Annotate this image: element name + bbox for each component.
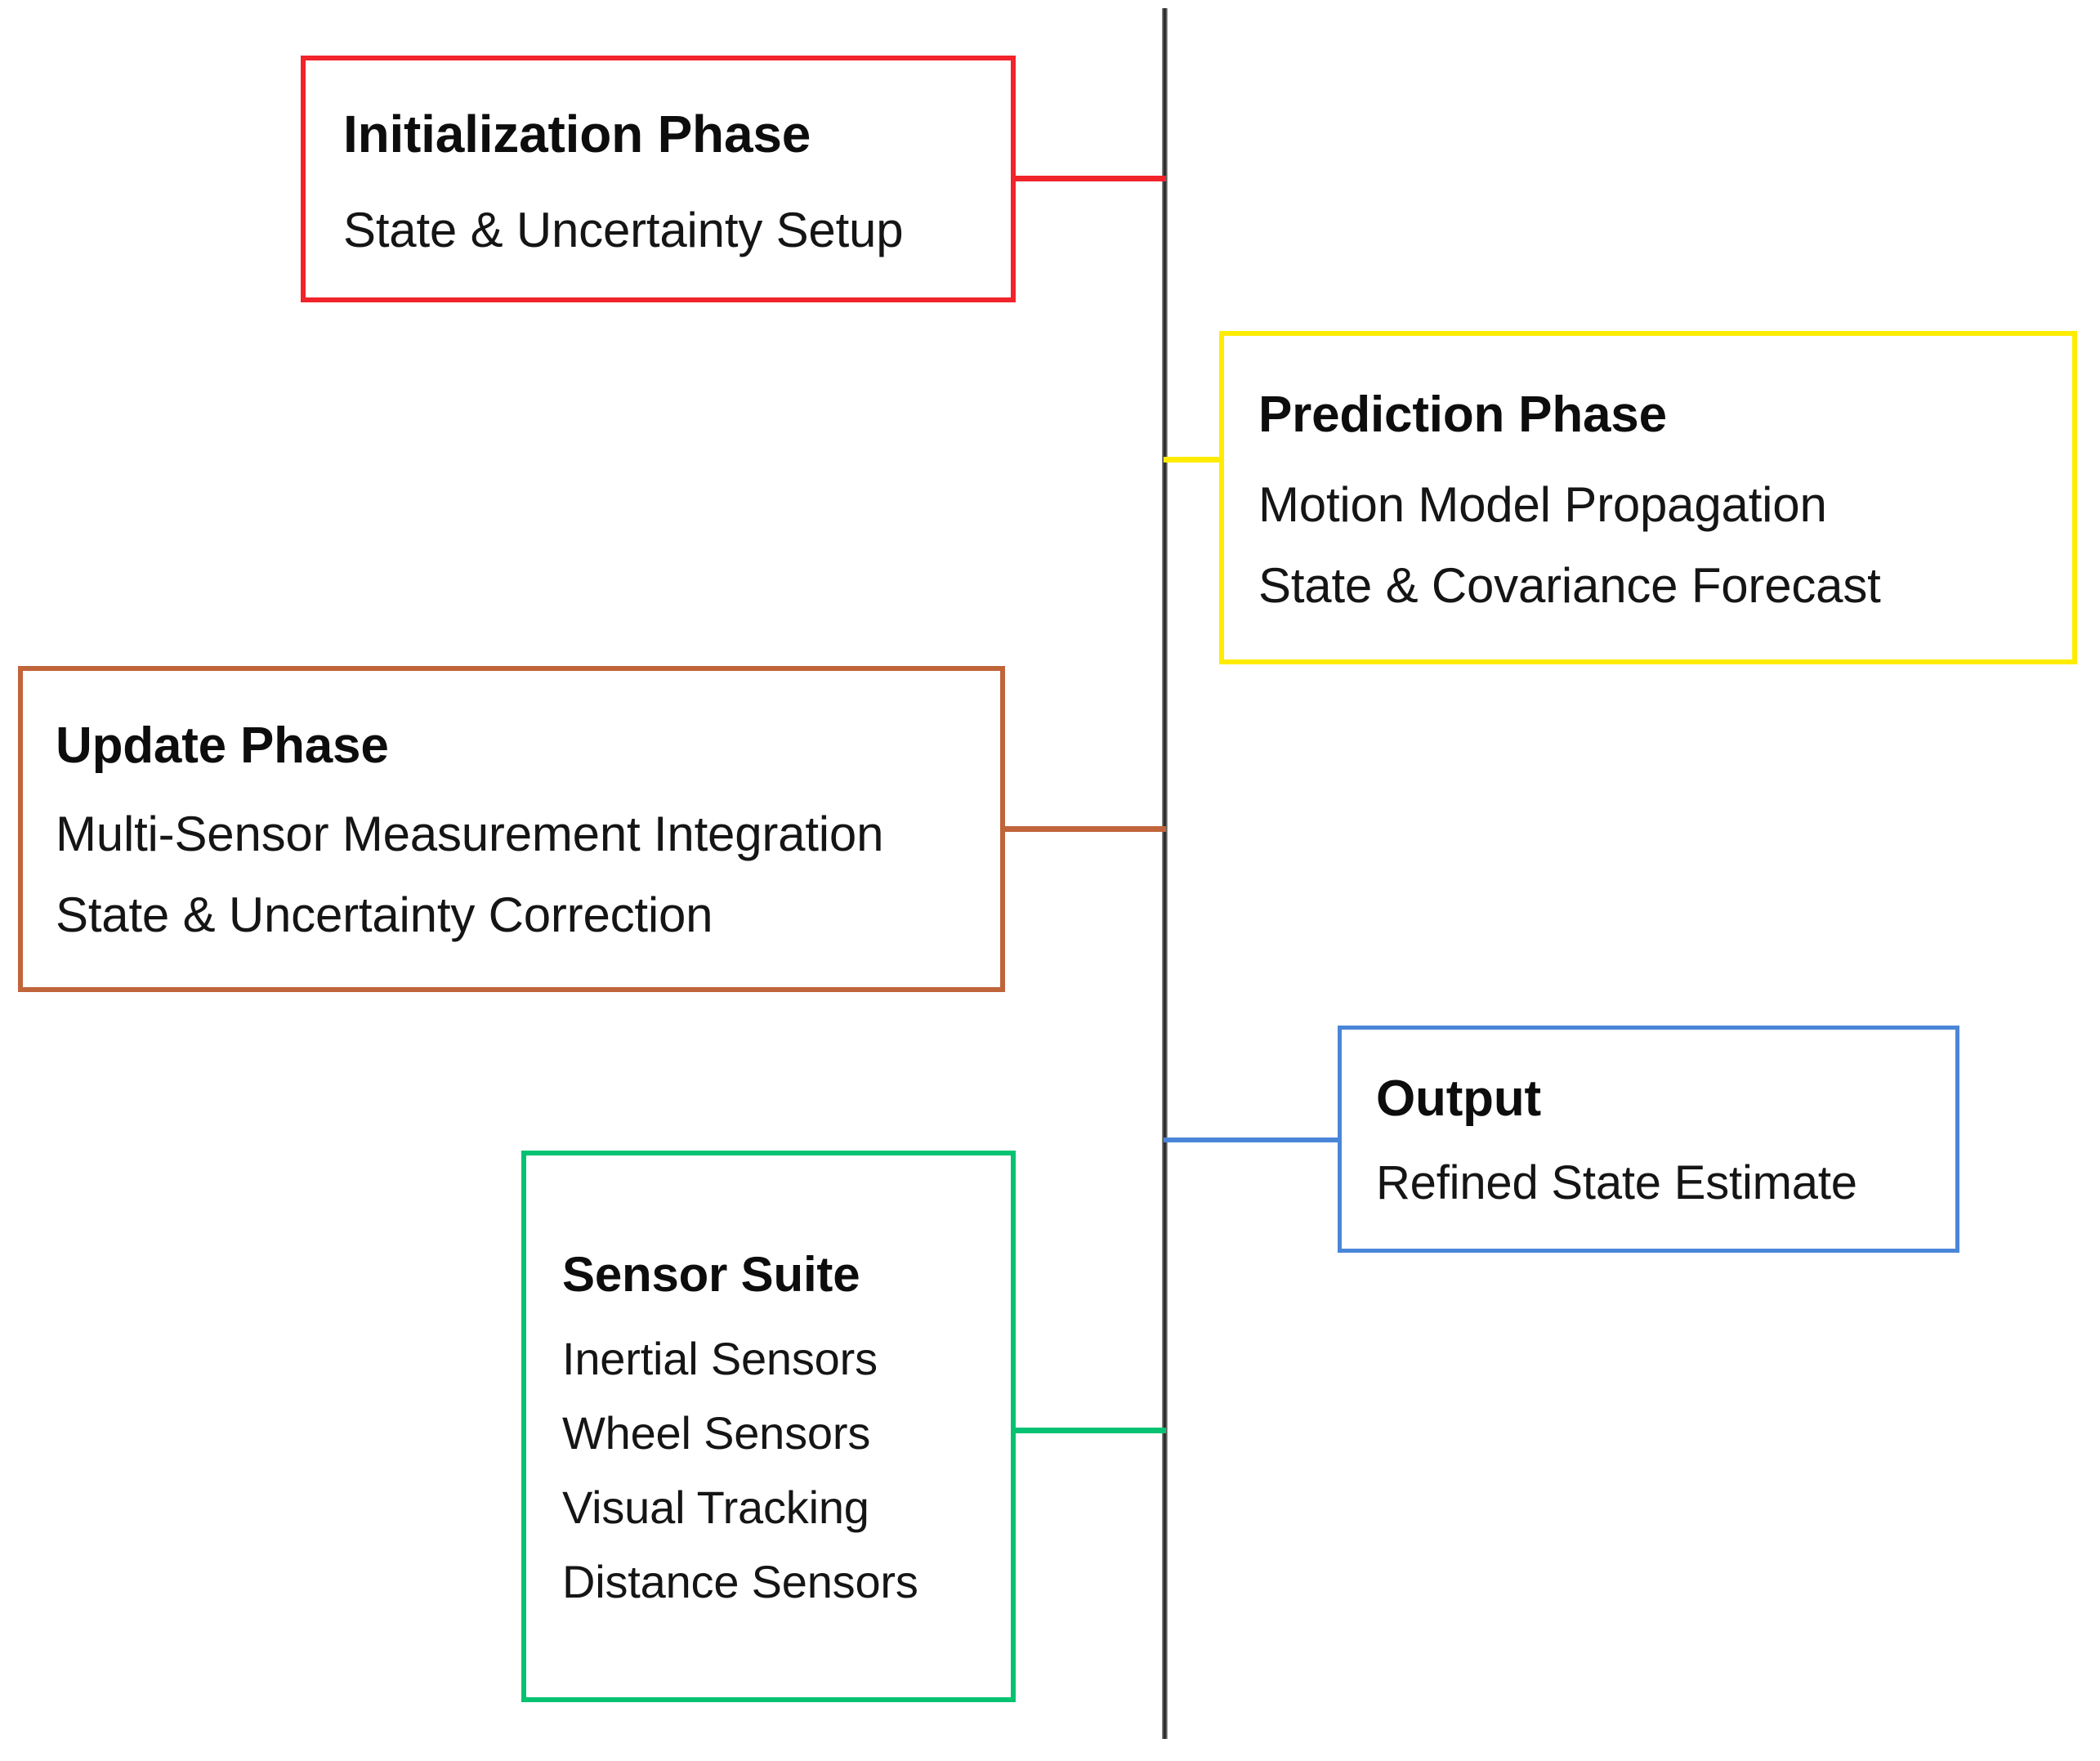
- node-prediction-line-2: State & Covariance Forecast: [1258, 557, 1881, 613]
- node-output[interactable]: Output Refined State Estimate: [1338, 1026, 1959, 1253]
- node-sensors-line-4: Distance Sensors: [562, 1556, 918, 1607]
- node-prediction-line-1: Motion Model Propagation: [1258, 476, 1827, 532]
- central-spine: [1162, 8, 1168, 1739]
- connector-output: [1164, 1137, 1341, 1142]
- node-initialization-line-1: State & Uncertainty Setup: [343, 202, 904, 257]
- node-update-phase[interactable]: Update Phase Multi-Sensor Measurement In…: [18, 666, 1005, 992]
- connector-prediction: [1164, 457, 1222, 463]
- node-sensors-line-2: Wheel Sensors: [562, 1407, 871, 1459]
- node-update-line-2: State & Uncertainty Correction: [56, 887, 713, 942]
- node-prediction-title: Prediction Phase: [1258, 386, 1667, 443]
- connector-update: [1000, 826, 1166, 832]
- connector-initialization: [1011, 176, 1166, 181]
- node-output-line-1: Refined State Estimate: [1376, 1156, 1857, 1209]
- node-initialization-title: Initialization Phase: [343, 104, 811, 163]
- node-sensors-line-3: Visual Tracking: [562, 1482, 869, 1533]
- node-prediction-phase[interactable]: Prediction Phase Motion Model Propagatio…: [1219, 331, 2077, 664]
- node-sensors-line-1: Inertial Sensors: [562, 1333, 878, 1384]
- node-update-line-1: Multi-Sensor Measurement Integration: [56, 807, 884, 861]
- connector-sensors: [1011, 1428, 1166, 1433]
- node-output-title: Output: [1376, 1070, 1541, 1127]
- node-initialization-phase[interactable]: Initialization Phase State & Uncertainty…: [301, 56, 1016, 302]
- node-update-title: Update Phase: [56, 717, 389, 774]
- node-sensors-title: Sensor Suite: [562, 1247, 860, 1302]
- node-sensor-suite[interactable]: Sensor Suite Inertial Sensors Wheel Sens…: [521, 1151, 1016, 1702]
